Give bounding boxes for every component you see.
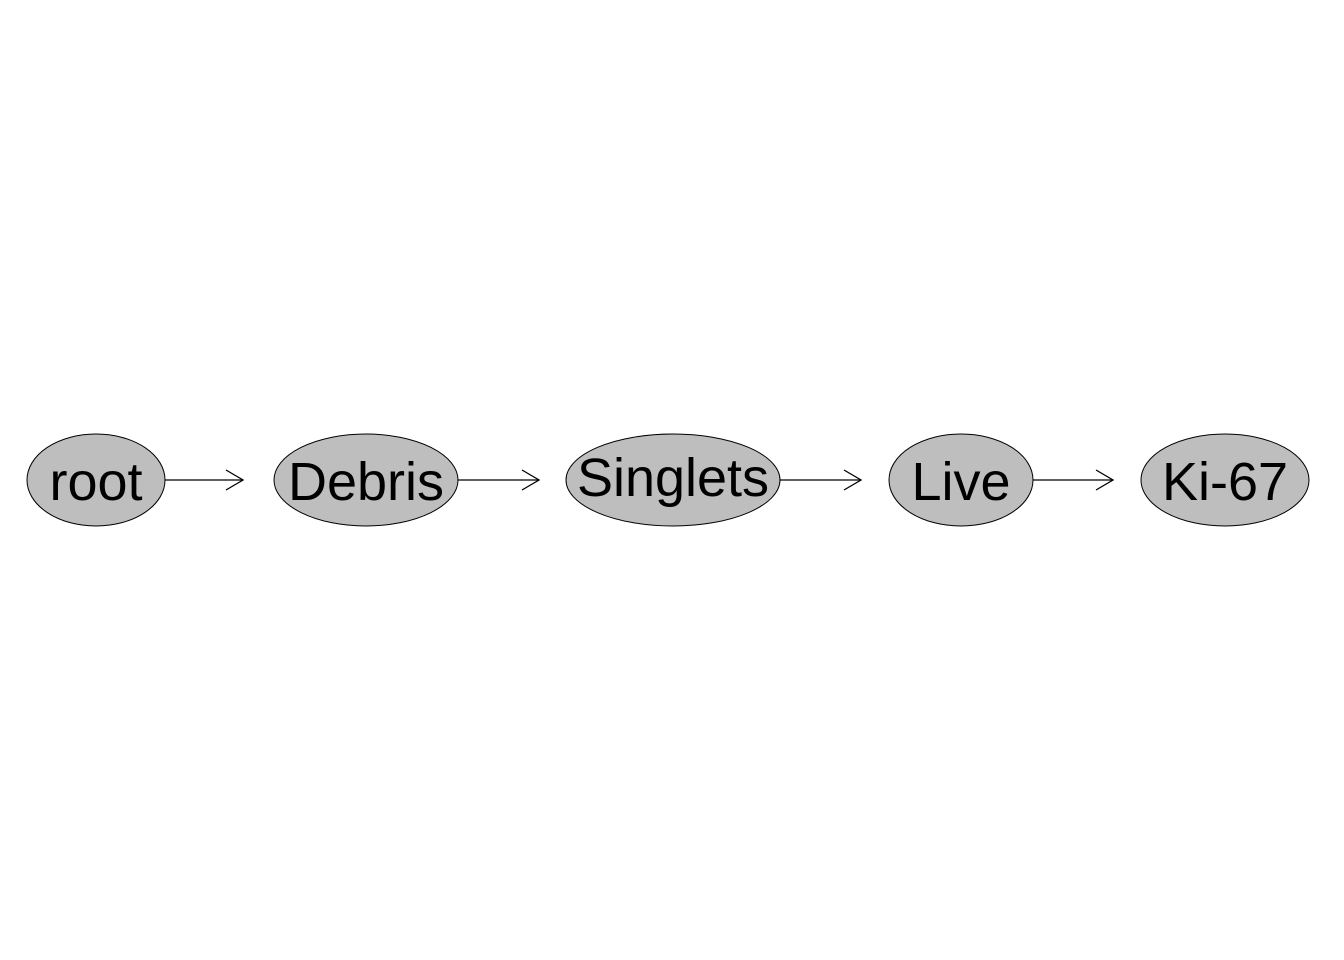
node-ellipse: [1140, 433, 1310, 527]
edge-root-to-debris: [165, 469, 245, 491]
node-singlets: Singlets: [565, 433, 781, 527]
node-live: Live: [888, 433, 1034, 527]
arrowhead-icon: [1095, 469, 1115, 491]
node-label-ki67: Ki-67: [1162, 452, 1288, 512]
node-ellipse: [888, 433, 1034, 527]
node-label-live: Live: [911, 452, 1010, 512]
node-label-singlets: Singlets: [577, 448, 769, 508]
node-label-debris: Debris: [288, 452, 444, 512]
edge-singlets-to-live: [780, 469, 863, 491]
node-label-root: root: [49, 452, 142, 512]
arrowhead-icon: [521, 469, 541, 491]
edges: [165, 469, 1115, 491]
edge-live-to-ki67: [1033, 469, 1115, 491]
node-ellipse: [565, 433, 781, 527]
arrowhead-icon: [843, 469, 863, 491]
nodes: root Debris Singlets Live Ki-67: [26, 433, 1310, 527]
node-root: root: [26, 433, 166, 527]
node-ellipse: [26, 433, 166, 527]
node-ki67: Ki-67: [1140, 433, 1310, 527]
node-ellipse: [273, 433, 459, 527]
edge-debris-to-singlets: [458, 469, 541, 491]
node-debris: Debris: [273, 433, 459, 527]
arrowhead-icon: [225, 469, 245, 491]
